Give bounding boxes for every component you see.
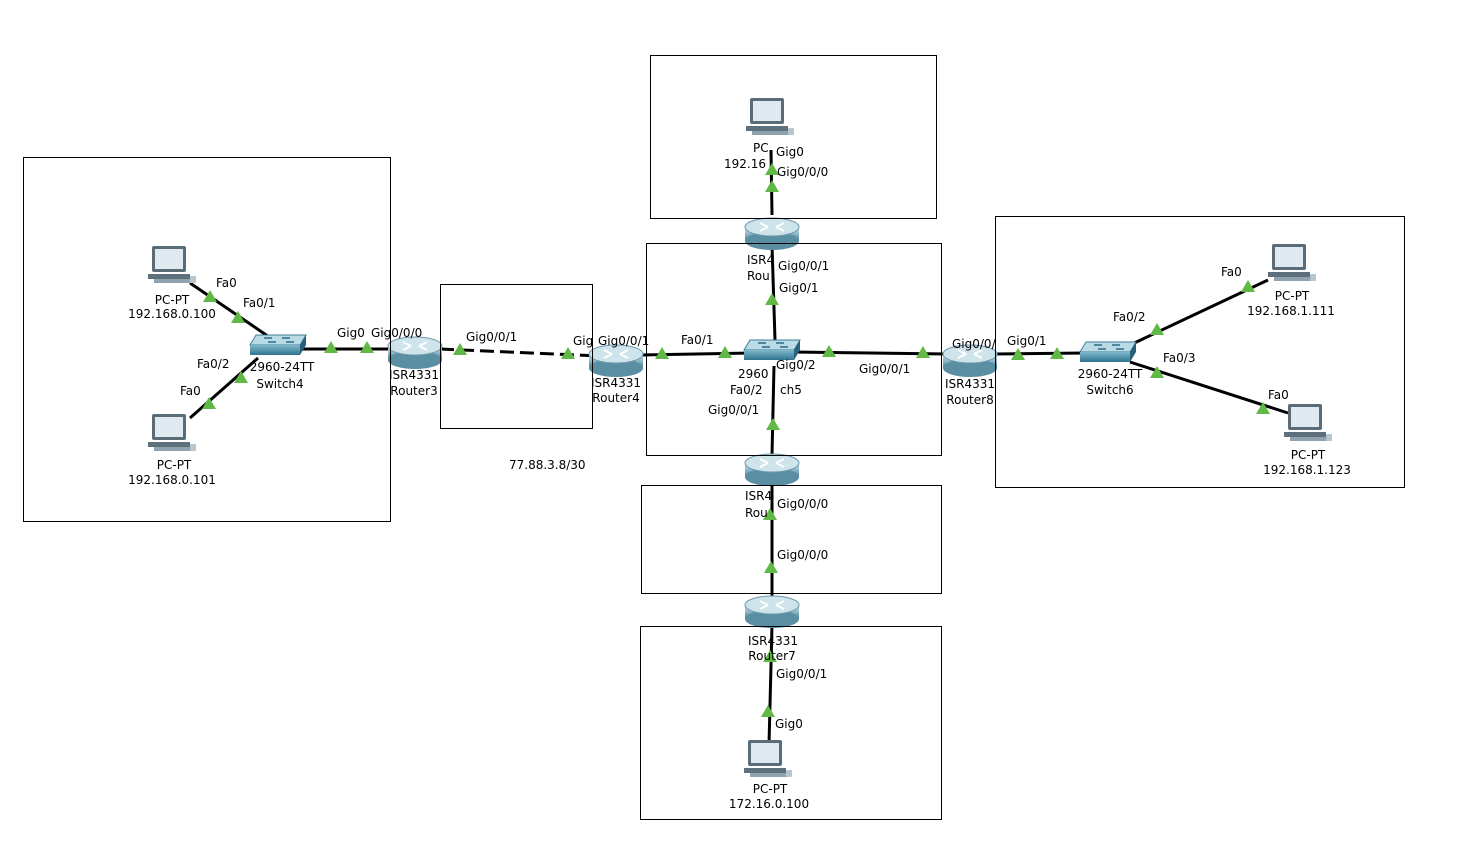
router3-icon[interactable] xyxy=(387,336,443,370)
port-label: Fa0/2 xyxy=(197,357,230,371)
port-label: Gig0 xyxy=(775,717,803,731)
router-bottom-icon[interactable] xyxy=(744,453,800,487)
switch4-model: 2960-24TT xyxy=(249,360,315,374)
area-bottom-lan xyxy=(640,626,942,820)
pc-r2-ip: 192.168.1.123 xyxy=(1263,463,1351,477)
port-label: Gig0/1 xyxy=(779,281,819,295)
port-label: Fa0 xyxy=(1268,388,1289,402)
port-label: Gig0/0/0 xyxy=(371,326,423,340)
router3-model: ISR4331 xyxy=(388,368,440,382)
pc-top-ip: 192.16 xyxy=(724,157,766,171)
port-label: Gig xyxy=(573,334,594,348)
area-left-lan xyxy=(23,157,391,522)
router4-name: Router4 xyxy=(592,391,640,405)
port-label: Gig0/0/1 xyxy=(776,667,828,681)
pc-bottom-type: PC-PT xyxy=(752,782,788,796)
router4-model: ISR4331 xyxy=(590,376,642,390)
area-wan-link xyxy=(440,284,593,429)
port-label: Gig0/0/0 xyxy=(777,548,829,562)
router7-icon[interactable] xyxy=(744,595,800,629)
pc-r1-ip: 192.168.1.111 xyxy=(1247,304,1335,318)
port-label: Gig0/0/0 xyxy=(777,497,829,511)
router-bottom-model: ISR4 xyxy=(745,489,773,503)
router4-icon[interactable] xyxy=(588,344,644,378)
port-label: Gig0/0/1 xyxy=(466,330,518,344)
router-top-name: Rou xyxy=(747,269,770,283)
area-lower-link xyxy=(641,485,942,594)
port-label: Gig0 xyxy=(776,145,804,159)
port-label: Fa0 xyxy=(216,276,237,290)
pc-r2-type: PC-PT xyxy=(1290,448,1326,462)
port-label: Gig0 xyxy=(337,326,365,340)
port-label: Fa0 xyxy=(1221,265,1242,279)
switch6-name: Switch6 xyxy=(1086,383,1134,397)
router8-name: Router8 xyxy=(946,393,994,407)
port-label: Fa0/1 xyxy=(681,333,714,347)
link-router7-pc-bottom[interactable] xyxy=(767,624,774,746)
router7-model: ISR4331 xyxy=(747,634,799,648)
wan-subnet-note[interactable]: 77.88.3.8/30 xyxy=(509,458,586,472)
link-pc-tl-switch4[interactable] xyxy=(189,281,279,345)
pc-bl-ip: 192.168.0.101 xyxy=(128,473,216,487)
link-pc-bl-switch4[interactable] xyxy=(189,356,259,420)
switch4-name: Switch4 xyxy=(256,377,304,391)
switch5-model: 2960 xyxy=(738,367,769,381)
link-switch5-router-bottom[interactable] xyxy=(770,365,776,456)
pc-r1-type: PC-PT xyxy=(1274,289,1310,303)
port-label: Fa0/1 xyxy=(243,296,276,310)
pc-tl-ip: 192.168.0.100 xyxy=(128,307,216,321)
port-label: Fa0/2 xyxy=(730,383,763,397)
router-bottom-name: Rou xyxy=(745,506,768,520)
port-label: Gig0/0/0 xyxy=(777,165,829,179)
router3-name: Router3 xyxy=(390,384,438,398)
port-label: Gig0/2 xyxy=(776,358,816,372)
router-top-model: ISR4 xyxy=(747,253,775,267)
port-label: Gig0/0/1 xyxy=(708,403,760,417)
switch6-model: 2960-24TT xyxy=(1077,367,1143,381)
router8-model: ISR4331 xyxy=(944,377,996,391)
link-router3-router4-dashed[interactable] xyxy=(439,347,601,358)
link-router8-switch6[interactable] xyxy=(994,351,1086,356)
link-switch5-router-top[interactable] xyxy=(770,244,777,341)
port-label: Gig0/0/1 xyxy=(778,259,830,273)
port-label: Gig0/0/1 xyxy=(598,334,650,348)
port-label: Fa0 xyxy=(180,384,201,398)
port-label: Fa0/3 xyxy=(1163,351,1196,365)
port-label: Gig0/0/ xyxy=(952,337,996,351)
switch5-name-fragment: ch5 xyxy=(780,383,802,397)
area-center xyxy=(646,243,942,456)
port-label: Fa0/2 xyxy=(1113,310,1146,324)
area-right-lan xyxy=(995,216,1405,488)
pc-bl-type: PC-PT xyxy=(156,458,192,472)
area-top-lan xyxy=(650,55,937,219)
pc-bottom-ip: 172.16.0.100 xyxy=(728,797,810,811)
port-label: Gig0/0/1 xyxy=(859,362,911,376)
router7-name: Router7 xyxy=(748,649,796,663)
pc-tl-type: PC-PT xyxy=(154,293,190,307)
port-label: Gig0/1 xyxy=(1007,334,1047,348)
pc-top-type: PC xyxy=(753,141,769,155)
